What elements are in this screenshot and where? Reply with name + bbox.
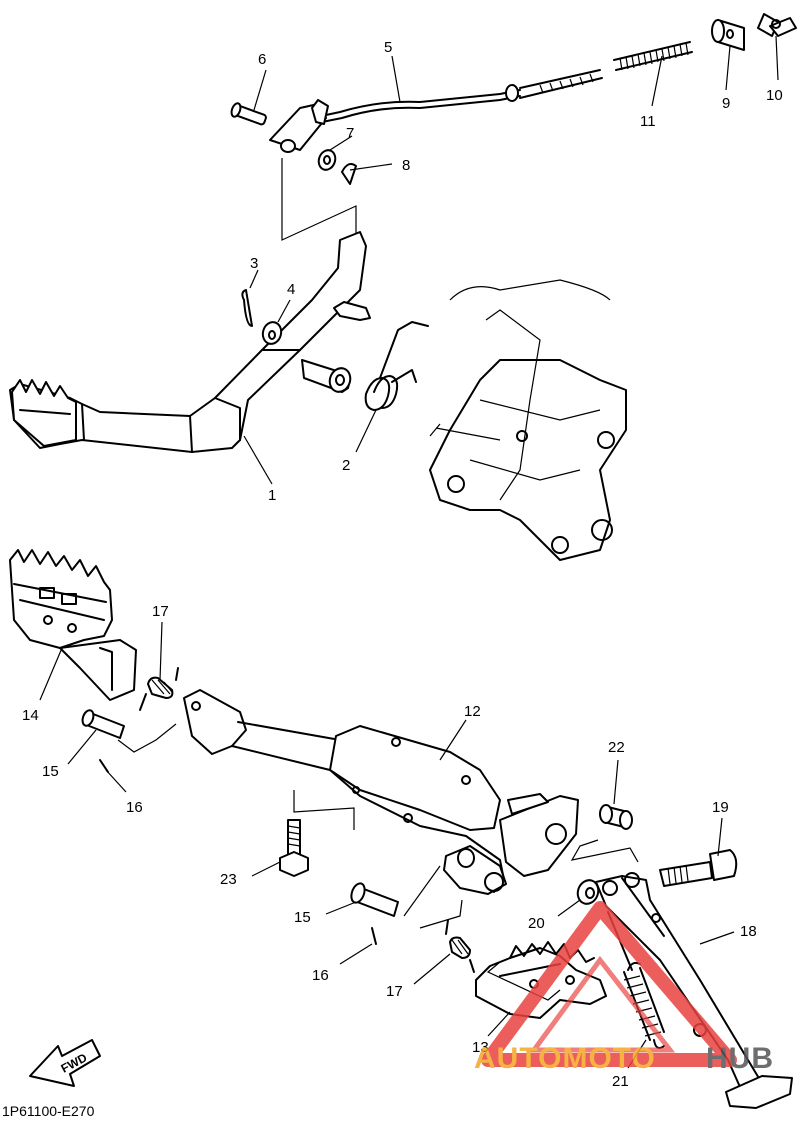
watermark-logo: AUTOMOTO HUB — [474, 901, 774, 1075]
callout-9: 9 — [722, 95, 730, 112]
fwd-arrow-icon: FWD — [29, 1039, 101, 1087]
callout-15-right: 15 — [294, 909, 311, 926]
callouts: 1 2 3 4 5 6 7 8 9 10 11 12 13 14 15 15 1… — [22, 35, 783, 1090]
callout-1: 1 — [268, 487, 276, 504]
callout-2: 2 — [342, 457, 350, 474]
callout-14: 14 — [22, 707, 39, 724]
callout-10: 10 — [766, 87, 783, 104]
collar-20 — [576, 879, 600, 905]
footrest-bracket-12 — [183, 689, 579, 895]
callout-16-right: 16 — [312, 967, 329, 984]
cotter-16-right — [371, 927, 377, 945]
brake-rod-assembly — [230, 13, 797, 241]
spring-17-left — [139, 667, 179, 711]
callout-8: 8 — [402, 157, 410, 174]
pin-15-left — [81, 709, 125, 739]
callout-17-left: 17 — [152, 603, 169, 620]
callout-13: 13 — [472, 1039, 489, 1056]
callout-20: 20 — [528, 915, 545, 932]
watermark-text-b: HUB — [706, 1042, 774, 1075]
pin-15-right — [350, 882, 399, 917]
watermark-text-a: AUTOMOTO — [474, 1042, 656, 1075]
bolt-19 — [659, 849, 738, 887]
callout-16-left: 16 — [126, 799, 143, 816]
callout-12: 12 — [464, 703, 481, 720]
callout-23: 23 — [220, 871, 237, 888]
return-spring-2 — [364, 321, 429, 411]
callout-4: 4 — [287, 281, 295, 298]
callout-5: 5 — [384, 39, 392, 56]
callout-15-left: 15 — [42, 763, 59, 780]
frame-section — [429, 279, 627, 561]
callout-17-right: 17 — [386, 983, 403, 1000]
callout-6: 6 — [258, 51, 266, 68]
callout-22: 22 — [608, 739, 625, 756]
spring-17-right — [445, 919, 475, 973]
diagram-code: 1P61100-E270 — [2, 1103, 95, 1119]
brake-pedal-1 — [9, 231, 371, 453]
left-footrest-14 — [9, 549, 137, 701]
callout-11: 11 — [640, 113, 656, 130]
callout-19: 19 — [712, 799, 729, 816]
callout-3: 3 — [250, 255, 258, 272]
callout-21: 21 — [612, 1073, 629, 1090]
spring-11 — [613, 41, 693, 71]
callout-18: 18 — [740, 923, 757, 940]
collar-22 — [570, 804, 639, 863]
callout-7: 7 — [346, 125, 354, 142]
bolt-23 — [279, 790, 355, 877]
